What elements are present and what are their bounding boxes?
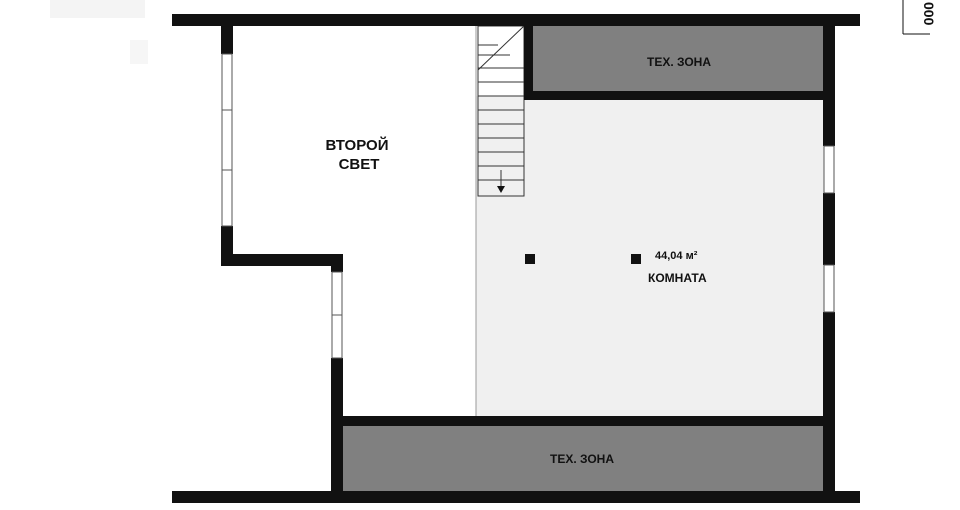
wall-bottom [172, 491, 860, 503]
faint-mark [50, 0, 145, 18]
wall-inner-left-bottom [331, 358, 343, 493]
column-marker [525, 254, 535, 264]
wall-room-bottom [343, 416, 830, 426]
wall-right-mid [823, 193, 835, 265]
windows [221, 53, 835, 359]
column-marker [631, 254, 641, 264]
wall-left-upper [221, 24, 233, 54]
wall-right-top [823, 24, 835, 146]
wall-right-bottom [823, 312, 835, 493]
tech-zone-top-label: ТЕХ. ЗОНА [647, 55, 711, 69]
second-light-label-line2: СВЕТ [339, 156, 380, 173]
window-left [221, 53, 233, 227]
room-area-label: 44,04 м² [655, 250, 698, 262]
wall-tech-top-bottom [524, 91, 830, 100]
walls [172, 14, 860, 503]
room-name-label: КОМНАТА [648, 271, 707, 285]
tech-zone-bottom-label: ТЕХ. ЗОНА [550, 452, 614, 466]
stair-arrow-icon [497, 186, 505, 193]
window-right-top [823, 145, 835, 194]
window-right-bottom [823, 264, 835, 313]
wall-top [172, 14, 860, 26]
tech-zone-top [532, 24, 825, 92]
wall-tech-top-left [524, 24, 533, 95]
tech-zone-bottom [343, 424, 825, 492]
wall-step [221, 254, 343, 266]
faint-mark [130, 40, 148, 64]
edge-text: 000 [921, 2, 937, 26]
wall-inner-left-top [331, 254, 343, 272]
second-light-label-line1: ВТОРОЙ [326, 136, 389, 154]
